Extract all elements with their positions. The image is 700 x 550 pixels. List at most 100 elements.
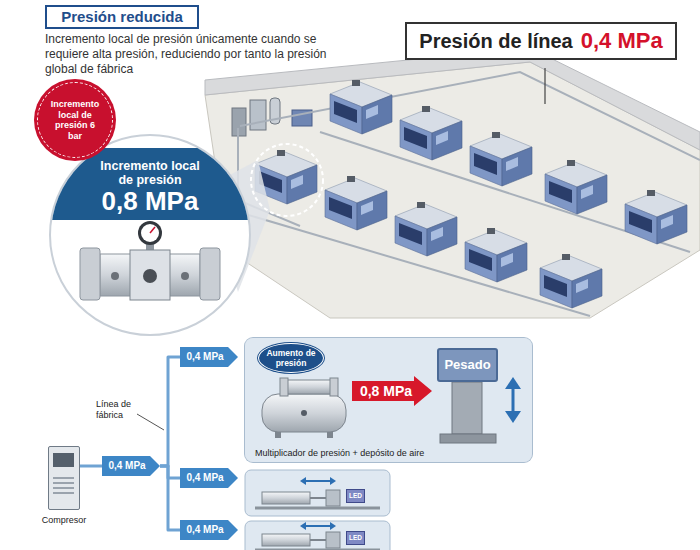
actuator-1 [255,507,380,510]
pressure-badge-text: Incremento local de presión 6 bar [47,99,103,141]
red-arrow-body [352,376,432,406]
boosted-pressure-arrow: 0,8 MPa [352,376,432,406]
cnc-machines [470,132,532,186]
actuator-2 [310,539,326,541]
compressor: Compresor [48,446,80,510]
factory-floor [205,48,700,318]
air-line [80,466,102,467]
air-line [160,466,180,530]
factory-line-leader [137,414,164,430]
booster-valve [143,269,157,283]
blue-arrow-body [180,347,238,367]
blue-arrow-body [102,456,160,476]
actuator-2 [326,532,340,548]
blue-arrow-body [180,468,238,488]
booster-valve [138,221,162,245]
actuator-1 [330,477,336,485]
booster-valve [150,227,155,233]
weighing-press [505,377,521,389]
booster-and-tank [284,380,334,394]
callout-wedge [251,144,323,216]
actuator-2 [262,534,310,546]
cnc-machines [625,190,687,244]
weighing-press [505,411,521,423]
callout-circle-ground [40,135,260,335]
application-panel-grounds [245,521,390,550]
booster-valve [80,248,100,300]
booster-valve [200,248,220,300]
booster-valve [111,272,119,280]
led-box: LED [346,489,365,503]
factory-equipment [232,98,312,136]
cnc-machines [465,228,527,282]
callout-circle-ground [40,148,260,220]
booster-and-tank [262,378,346,438]
pressure-arrow-text: 0,4 MPa [186,347,223,367]
factory-line-leader [137,414,164,430]
callout-circle-text: 0,8 MPa [50,187,250,215]
cnc-machines [325,176,387,230]
weighing-press [512,386,515,414]
booster-valve [181,272,189,280]
actuator-1 [326,490,340,506]
factory-line-label: Línea de fábrica [96,399,154,421]
cnc-machines [395,202,457,256]
actuator-1 [300,477,306,485]
weighing-press [452,382,482,434]
booster-and-tank [330,378,338,396]
cnc-machines [545,160,607,214]
pressure-arrow-text: 0,4 MPa [186,468,223,488]
callout-circle: Incremento local de presión0,8 MPa [50,135,250,335]
actuator-2 [306,525,330,527]
actuator-2 [255,549,380,550]
booster-valve [130,250,170,300]
line-pressure-box-text: 0,4 MPa [581,26,663,56]
line-pressure-box-text: Presión de línea [419,26,572,56]
line-pressure-box: Presión de línea 0,4 MPa [405,22,677,60]
air-line [160,357,180,466]
line-pressure-leader [545,68,546,104]
cnc-machines [400,106,462,160]
section-tab-text: Presión reducida [61,7,183,27]
air-line-path [160,466,180,478]
air-line-path [160,466,180,530]
application-panel-grounds [245,338,532,462]
actuator-1 [310,497,326,499]
blue-arrow-body [180,520,238,540]
application-panel: Multiplicador de presión + depósito de a… [245,338,532,462]
description-text: Incremento local de presión únicamente c… [45,32,337,77]
booster-and-tank [301,410,307,416]
actuator-2 [255,522,380,550]
air-line-path [80,465,102,468]
led-box: LED [346,531,365,545]
line-pressure-leader [544,68,545,104]
actuator-1 [255,477,380,508]
compressor-text: Compresor [42,515,87,526]
air-line [160,466,180,478]
booster-valve [80,221,220,300]
booster-valve [141,224,159,242]
pressure-arrow: 0,4 MPa [180,520,238,540]
cnc-machines [330,80,392,134]
actuator-2 [300,522,306,530]
compressor-panel [53,453,74,467]
callout-band-text: Incremento local de presión0,8 MPa [50,159,250,215]
pressure-arrow: 0,4 MPa [102,456,160,476]
pressure-up-oval: Aumento de presión [258,343,324,373]
air-line-path [160,357,180,466]
pressure-up-oval-text: Aumento de presión [264,348,318,368]
actuator-1 [262,492,310,504]
factory-equipment [250,100,266,130]
weighing-press [440,377,521,443]
application-panel-grounds [245,470,390,516]
cnc-machines [540,254,602,308]
weighing-press [440,434,496,443]
booster-and-tank [262,394,346,432]
boosted-pressure-arrow-text: 0,8 MPa [360,376,412,406]
application-panel-grounds [245,338,532,550]
led-box-text: LED [349,492,362,500]
pressure-arrow-text: 0,4 MPa [108,456,145,476]
section-tab: Presión reducida [45,5,199,29]
pressure-arrow-text: 0,4 MPa [186,520,223,540]
